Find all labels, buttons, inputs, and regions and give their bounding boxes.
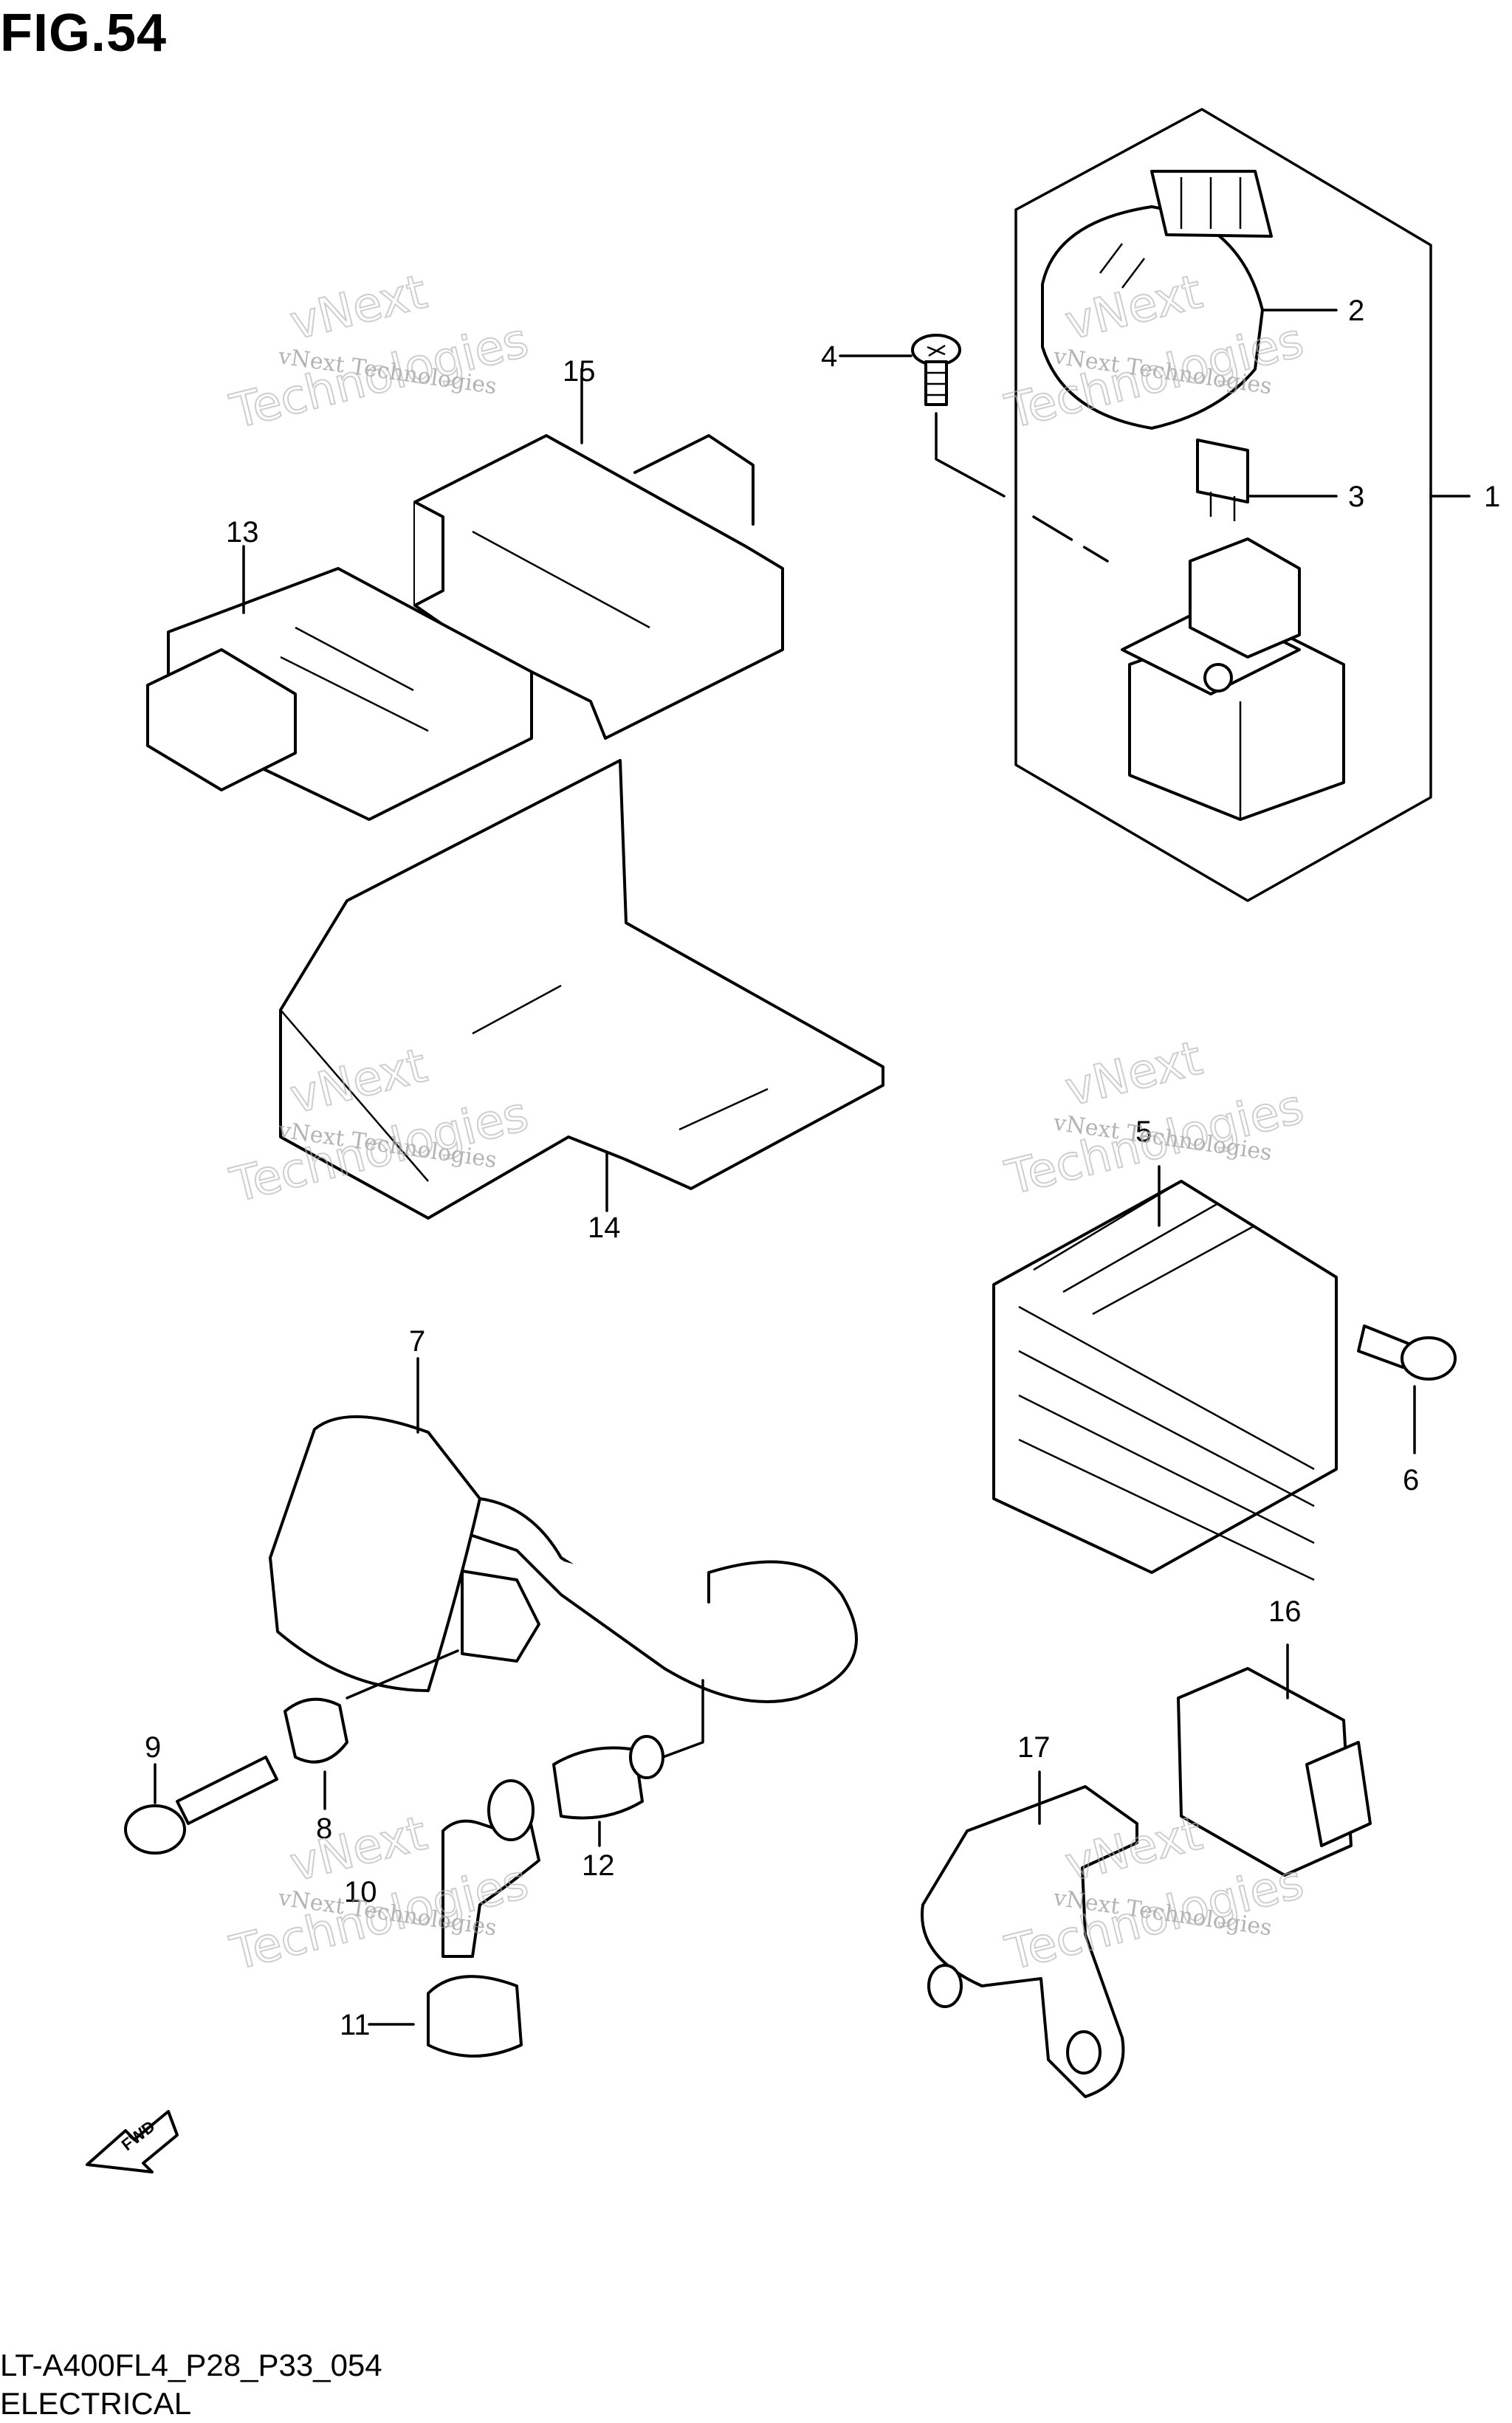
diagram-name: ELECTRICAL [0, 2386, 192, 2421]
callout-13: 13 [226, 516, 259, 549]
part-14-tray [279, 759, 884, 1220]
callout-3: 3 [1348, 481, 1364, 513]
part-12-cap [552, 1679, 704, 1847]
part-9-bolt [124, 1756, 278, 1855]
part-16-connector [1177, 1643, 1372, 1877]
part-17-bracket [921, 1770, 1138, 2098]
assembly-bracket [1014, 108, 1432, 902]
svg-text:Technologies: Technologies [225, 1855, 534, 1982]
fwd-arrow: FWD [86, 2110, 179, 2173]
callout-7: 7 [409, 1325, 425, 1358]
part-13-ecm [146, 545, 533, 821]
callout-1: 1 [1484, 481, 1500, 513]
callout-14: 14 [588, 1212, 621, 1244]
callout-16: 16 [1268, 1595, 1302, 1628]
watermark-top-left: vNext Technologies vNext Technologies [224, 264, 535, 440]
watermark-mid-right: vNext Technologies vNext Technologies [1000, 1030, 1310, 1206]
callout-12: 12 [582, 1849, 615, 1882]
part-8-collar [284, 1649, 459, 1810]
svg-text:vNext: vNext [285, 264, 432, 351]
callout-4: 4 [821, 340, 837, 373]
diagram-code: LT-A400FL4_P28_P33_054 [0, 2348, 382, 2382]
callout-10: 10 [344, 1876, 377, 1908]
part-15-boot [413, 368, 784, 740]
part-5-regulator [992, 1165, 1338, 1581]
screw-4 [911, 334, 961, 406]
svg-text:Technologies: Technologies [1000, 1079, 1309, 1206]
callout-15: 15 [563, 355, 596, 388]
part-10-elbow [441, 1779, 540, 1958]
callout-2: 2 [1348, 295, 1364, 327]
part-7-ignition-coil [269, 1357, 858, 1703]
part-1-starter-relay-assembly [839, 108, 1471, 902]
figure-title: FIG.54 [0, 4, 168, 63]
callout-8: 8 [316, 1812, 332, 1845]
callout-17: 17 [1017, 1731, 1051, 1764]
callout-5: 5 [1135, 1116, 1152, 1148]
callout-9: 9 [145, 1731, 161, 1764]
fuse [1196, 439, 1249, 521]
callout-11: 11 [340, 2009, 371, 2041]
part-6-bolt [1357, 1324, 1457, 1454]
relay-cover [1041, 170, 1273, 430]
relay-body [1121, 537, 1345, 821]
svg-text:vNext: vNext [1060, 1031, 1207, 1117]
svg-text:Technologies: Technologies [225, 313, 534, 440]
callout-6: 6 [1403, 1464, 1419, 1496]
part-11-cap [368, 1975, 523, 2058]
